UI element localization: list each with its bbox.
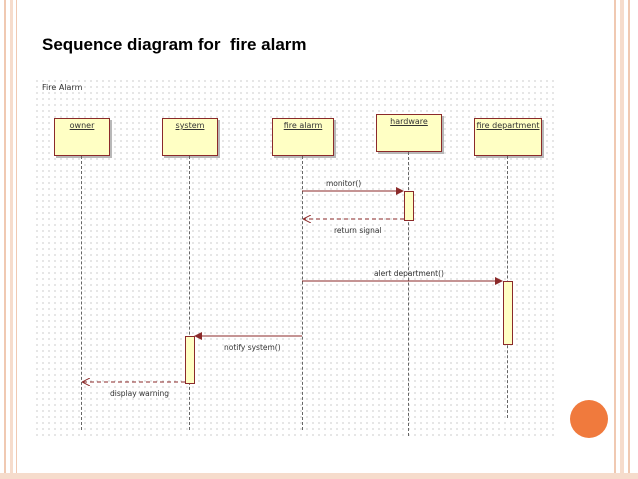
activation-hardware — [404, 191, 414, 221]
lifeline-head-fire-department: fire department — [474, 118, 542, 156]
lifeline-owner — [81, 156, 82, 430]
lifeline-fire-alarm — [302, 156, 303, 430]
message-alert-department-label: alert department() — [374, 269, 444, 278]
diagram-name: Fire Alarm — [42, 83, 83, 92]
lifeline-head-system: system — [162, 118, 218, 156]
lifeline-hardware — [408, 152, 409, 436]
bottom-border-decoration — [0, 473, 638, 479]
lifeline-system — [189, 156, 190, 430]
right-border-decoration — [612, 0, 638, 479]
lifeline-head-owner: owner — [54, 118, 110, 156]
lifeline-head-hardware: hardware — [376, 114, 442, 152]
message-monitor-label: monitor() — [326, 179, 362, 188]
message-return-signal-label: return signal — [334, 226, 382, 235]
activation-system — [185, 336, 195, 384]
message-display-warning-label: display warning — [110, 389, 170, 398]
lifeline-head-fire-alarm: fire alarm — [272, 118, 334, 156]
message-notify-system-label: notify system() — [224, 343, 281, 352]
sequence-diagram: Fire Alarm owner system fire alarm hardw… — [34, 78, 558, 440]
orange-circle-decoration — [570, 400, 608, 438]
message-arrows — [34, 187, 503, 440]
activation-fire-department — [503, 281, 513, 345]
left-border-decoration — [0, 0, 20, 479]
slide-title: Sequence diagram for fire alarm — [42, 35, 307, 54]
